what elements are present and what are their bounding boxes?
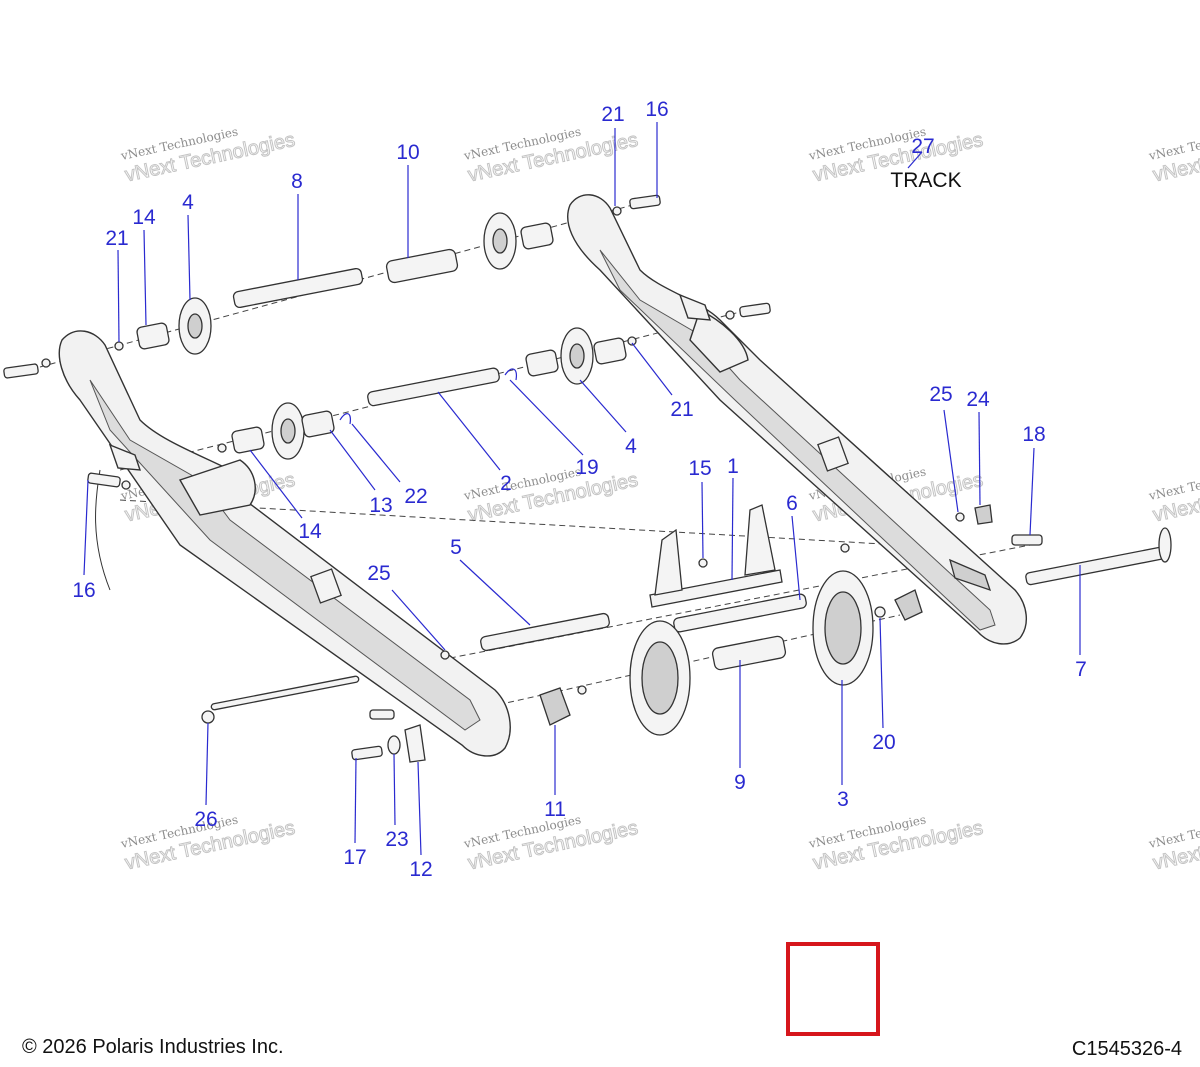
callout-22[interactable]: 22: [404, 485, 427, 508]
callout-6[interactable]: 6: [786, 492, 798, 515]
copyright-notice: © 2026 Polaris Industries Inc.: [22, 1036, 284, 1058]
callout-4[interactable]: 4: [625, 435, 637, 458]
upper-axle-assembly: [3, 194, 771, 379]
callout-24[interactable]: 24: [966, 388, 990, 411]
lower-assembly: [201, 504, 1172, 763]
highlight-box: [786, 942, 880, 1036]
callout-5[interactable]: 5: [450, 536, 462, 559]
callout-20[interactable]: 20: [872, 731, 895, 754]
leader-lines: [83, 122, 1081, 856]
callout-21[interactable]: 21: [670, 398, 693, 421]
callout-8[interactable]: 8: [291, 170, 303, 193]
callout-23[interactable]: 23: [385, 828, 408, 851]
callout-27[interactable]: 27: [911, 135, 934, 158]
middle-axle-assembly: [87, 327, 637, 490]
callout-4[interactable]: 4: [182, 191, 194, 214]
callout-17[interactable]: 17: [343, 846, 366, 869]
callout-21[interactable]: 21: [105, 227, 128, 250]
callout-14[interactable]: 14: [132, 206, 156, 229]
callout-2[interactable]: 2: [500, 472, 512, 495]
callout-14[interactable]: 14: [298, 520, 322, 543]
callout-16[interactable]: 16: [645, 98, 668, 121]
callout-3[interactable]: 3: [837, 788, 849, 811]
callout-25[interactable]: 25: [367, 562, 390, 585]
callout-11[interactable]: 11: [544, 798, 566, 821]
callout-15[interactable]: 15: [688, 457, 711, 480]
callout-7[interactable]: 7: [1075, 658, 1087, 681]
callout-21[interactable]: 21: [601, 103, 624, 126]
callout-labels: 21 16 27 10 8 4 14 21 21 4 19 2 22 13 14…: [72, 98, 1087, 881]
left-rail: [58, 330, 511, 757]
callout-12[interactable]: 12: [409, 858, 432, 881]
callout-10[interactable]: 10: [396, 141, 419, 164]
callout-18[interactable]: 18: [1022, 423, 1045, 446]
diagram-code: C1545326-4: [1071, 1038, 1182, 1060]
callout-16[interactable]: 16: [72, 579, 95, 602]
callout-13[interactable]: 13: [369, 494, 392, 517]
right-rail: [567, 194, 1027, 645]
callout-26[interactable]: 26: [194, 808, 217, 831]
callout-25[interactable]: 25: [929, 383, 952, 406]
callout-9[interactable]: 9: [734, 771, 746, 794]
callout-19[interactable]: 19: [575, 456, 598, 479]
track-label: TRACK: [890, 169, 961, 192]
callout-1[interactable]: 1: [727, 455, 739, 478]
